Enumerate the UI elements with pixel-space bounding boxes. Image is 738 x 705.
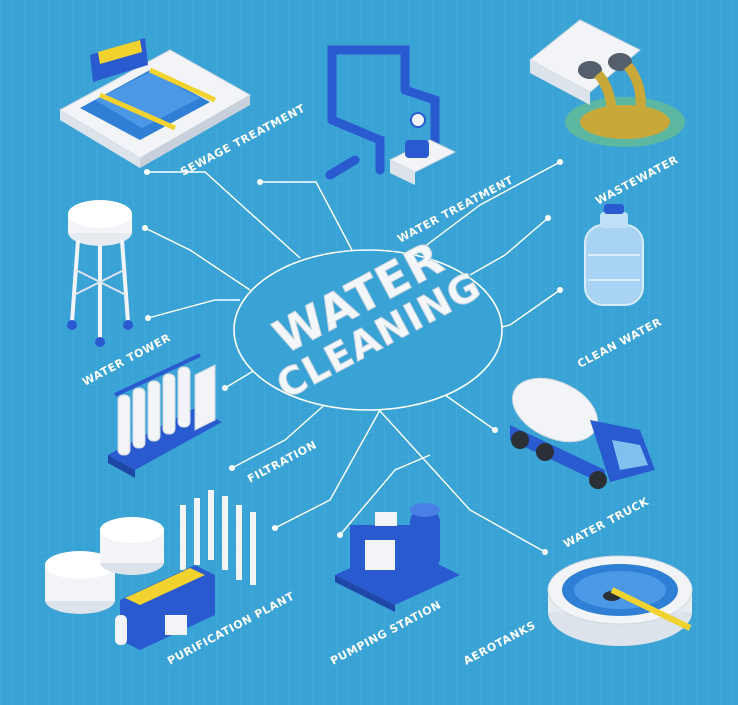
connector-dot: [142, 225, 148, 231]
pumping-station-icon: [335, 503, 460, 612]
clean-water-icon: [584, 204, 644, 306]
water-truck-icon: [510, 377, 655, 489]
connector-pumping-station: [339, 454, 431, 536]
aerotanks-icon: [547, 555, 693, 646]
connector-dot: [144, 169, 150, 175]
water-tower-icon: [67, 200, 133, 347]
connector-wastewater: [419, 161, 561, 251]
connector-dot: [272, 525, 278, 531]
connector-filtration-2: [231, 399, 331, 469]
connector-dot: [545, 215, 551, 221]
filtration-icon: [108, 353, 222, 478]
connector-water-tower-2: [147, 299, 240, 319]
connector-purification-plant: [274, 409, 381, 529]
center-ellipse: [233, 249, 503, 411]
connector-dot: [557, 287, 563, 293]
connector-dot: [229, 465, 235, 471]
connector-dot: [145, 315, 151, 321]
connector-dot: [492, 427, 498, 433]
connector-dot: [542, 549, 548, 555]
connector-dot: [222, 385, 228, 391]
connector-water-tower: [144, 227, 251, 291]
connector-aerotanks: [369, 399, 546, 553]
purification-plant-icon: [45, 490, 256, 650]
connector-dot: [337, 532, 343, 538]
wastewater-icon: [529, 19, 685, 147]
connector-dot: [557, 159, 563, 165]
connector-sewage-treatment: [147, 171, 301, 259]
connector-clean-water: [469, 217, 549, 276]
sewage-treatment-icon: [58, 38, 252, 168]
connector-dot: [257, 179, 263, 185]
connector-water-treatment: [260, 181, 353, 251]
water-treatment-icon: [325, 45, 457, 185]
